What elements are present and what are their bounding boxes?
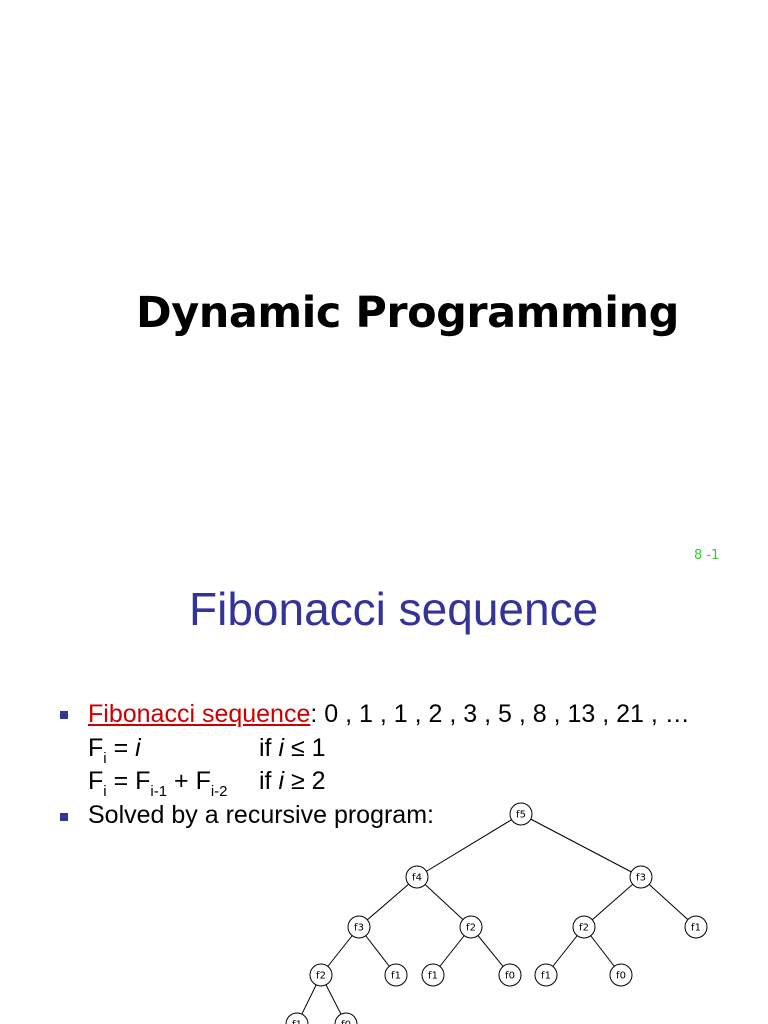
formula-lhs-sub: i [103,783,107,800]
bullet-icon [60,813,68,821]
tree-node-label: f2 [579,923,589,934]
tree-edge [358,876,418,928]
tree-node-circle [384,963,408,987]
formula-eq: = [113,734,136,762]
bullet-recursive: Solved by a recursive program: [88,801,434,829]
formula-cond-var: i [278,734,285,762]
tree-node: f1 [384,963,408,987]
page-number: 8 -1 [694,548,720,563]
tree-node: f1 [285,1012,309,1024]
tree-node: f1 [421,963,445,987]
tree-node-label: f4 [412,873,422,884]
tree-node-circle [405,865,429,889]
tree-node-label: f5 [516,810,526,821]
tree-node-label: f0 [616,971,626,982]
formula-base-case: Fi = i [88,734,141,767]
tree-node-label: f3 [636,873,646,884]
section-title: Fibonacci sequence [189,583,599,635]
tree-node-circle [609,963,633,987]
tree-node: f2 [459,915,483,939]
tree-node-label: f1 [391,971,401,982]
tree-node-circle [572,915,596,939]
formula-lhs-sub: i [103,750,107,767]
tree-node: f1 [534,963,558,987]
tree-edge [583,876,642,928]
formula-cond-rest: ≥ 2 [284,767,326,795]
tree-node-label: f1 [292,1020,302,1024]
formula-sub1: i-1 [150,783,168,800]
tree-node-label: f1 [541,971,551,982]
tree-edge [640,876,697,928]
fibonacci-term: Fibonacci sequence [88,700,311,728]
formula-cond-rest: ≤ 1 [284,734,326,762]
formula-lhs: F [88,734,104,762]
tree-node-circle [309,963,333,987]
tree-node-circle [334,1012,358,1024]
tree-node: f0 [334,1012,358,1024]
tree-node-circle [421,963,445,987]
tree-node: f2 [309,963,333,987]
bullet-fibonacci: Fibonacci sequence: 0 , 1 , 1 , 2 , 3 , … [88,700,690,729]
formula-cond: if [259,734,279,762]
tree-node-label: f0 [341,1020,351,1024]
formula-plus: + F [167,767,211,795]
formula-lhs: F [88,767,104,795]
formula-recurrence-condition: if i ≥ 2 [259,767,326,796]
tree-node-label: f3 [354,923,364,934]
formula-eq: = F [113,767,151,795]
tree-node-circle [534,963,558,987]
tree-node: f5 [509,802,533,826]
slide-title: Dynamic Programming [136,288,679,338]
tree-node-label: f1 [428,971,438,982]
formula-cond-var: i [278,767,285,795]
tree-node-circle [629,865,653,889]
tree-node-label: f0 [505,971,515,982]
formula-cond: if [259,767,279,795]
tree-edge [416,876,472,928]
tree-edge [416,813,522,878]
tree-node-circle [347,915,371,939]
tree-node-label: f2 [316,971,326,982]
tree-node-circle [285,1012,309,1024]
tree-edge [520,813,642,878]
tree-node-circle [498,963,522,987]
tree-node: f3 [629,865,653,889]
tree-node-circle [684,915,708,939]
tree-node-circle [509,802,533,826]
tree-node-label: f2 [466,923,476,934]
formula-recurrence: Fi = Fi-1 + Fi-2 [88,767,228,800]
bullet-icon [60,711,68,719]
tree-node: f1 [684,915,708,939]
formula-sub2: i-2 [210,783,228,800]
formula-base-condition: if i ≤ 1 [259,734,326,763]
tree-node: f2 [572,915,596,939]
tree-node: f0 [498,963,522,987]
tree-node: f0 [609,963,633,987]
tree-node: f4 [405,865,429,889]
tree-node-label: f1 [691,923,701,934]
fibonacci-values: : 0 , 1 , 1 , 2 , 3 , 5 , 8 , 13 , 21 , … [310,700,690,728]
tree-node: f3 [347,915,371,939]
formula-rhs-var: i [135,734,141,762]
tree-node-circle [459,915,483,939]
